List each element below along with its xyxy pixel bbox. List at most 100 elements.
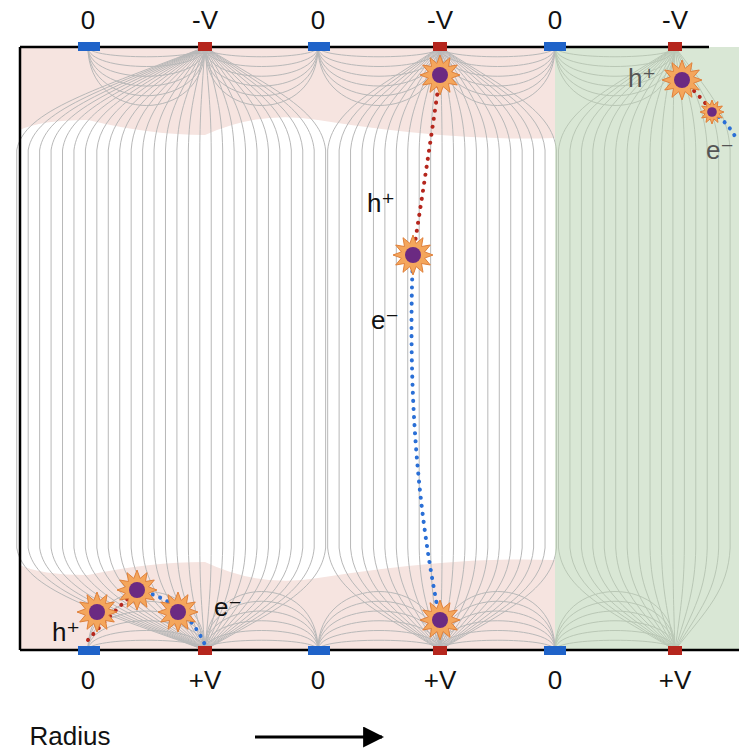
field-line [205, 47, 318, 57]
field-line [440, 47, 555, 76]
field-line [63, 47, 205, 650]
field-line [205, 47, 291, 650]
field-line [440, 47, 488, 650]
field-line [440, 47, 555, 86]
burst-star [158, 592, 198, 632]
interaction-burst [420, 600, 460, 640]
interaction-burst [420, 55, 460, 95]
field-line [440, 47, 522, 650]
field-line [440, 47, 511, 650]
field-line [205, 621, 318, 650]
field-line [339, 47, 440, 650]
field-line [88, 47, 205, 96]
field-line [88, 47, 205, 76]
field-line [40, 47, 205, 650]
field-line [351, 47, 440, 650]
field-line [440, 611, 555, 650]
burst-core [707, 107, 717, 117]
field-line [88, 47, 205, 57]
carrier-label: e⁻ [214, 594, 242, 620]
electrode-voltage: -V [192, 7, 218, 33]
field-line [318, 640, 440, 650]
carrier-label: h⁺ [628, 65, 656, 91]
electrodes [78, 42, 682, 655]
field-line [205, 47, 268, 650]
electrode-voltage: 0 [81, 7, 95, 33]
burst-star [420, 55, 460, 95]
field-line [51, 47, 205, 650]
axis-label: Radius [30, 723, 111, 749]
burst-core [129, 582, 145, 598]
field-line [318, 47, 440, 76]
field-line [431, 47, 440, 650]
interaction-burst [117, 570, 157, 610]
field-line [17, 47, 205, 650]
electrode-voltage: 0 [548, 7, 562, 33]
green-region [555, 47, 739, 650]
field-line [154, 47, 205, 650]
field-line [205, 47, 257, 650]
radius-arrow [255, 736, 382, 739]
field-line [440, 47, 545, 650]
carrier-label: h⁺ [52, 619, 80, 645]
field-line [88, 47, 205, 86]
field-line [318, 631, 440, 651]
field-line [85, 47, 205, 650]
interaction-burst [700, 100, 724, 124]
field-line [205, 592, 318, 651]
field-line [440, 47, 555, 57]
carrier-label: e⁻ [371, 307, 399, 333]
field-line [205, 631, 318, 651]
field-line [440, 47, 476, 650]
burst-core [405, 247, 421, 263]
field-line [318, 47, 440, 86]
field-line [328, 47, 440, 650]
field-line [440, 47, 555, 67]
burst-core [170, 604, 186, 620]
interaction-burst [393, 235, 433, 275]
field-line [205, 47, 314, 650]
field-line [440, 47, 534, 650]
field-line [385, 47, 440, 650]
field-line [440, 47, 555, 96]
electrode-voltage: +V [424, 667, 457, 693]
carrier-tracks [88, 75, 737, 645]
field-line [131, 47, 205, 650]
electrode-voltage: 0 [311, 667, 325, 693]
detector-frame [20, 47, 739, 650]
electrode-voltage: -V [662, 7, 688, 33]
field-line [440, 621, 555, 650]
field-line [88, 47, 205, 106]
interaction-bursts [77, 55, 724, 640]
field-line [440, 601, 555, 650]
burst-star [662, 60, 702, 100]
field-line [205, 47, 318, 86]
field-line [318, 47, 440, 106]
field-line [318, 601, 440, 650]
field-line [205, 47, 280, 650]
field-line [440, 47, 454, 650]
interaction-burst [77, 592, 117, 632]
field-line [188, 47, 205, 650]
field-line [120, 47, 205, 650]
field-line [440, 47, 499, 650]
field-line [205, 47, 211, 650]
field-line [205, 47, 318, 67]
field-line [318, 47, 440, 57]
electrode-voltage: 0 [548, 667, 562, 693]
field-line [205, 47, 234, 650]
burst-core [89, 604, 105, 620]
field-line [74, 47, 205, 650]
field-line [143, 47, 205, 650]
field-line [205, 47, 318, 106]
field-line [177, 47, 205, 650]
electrode-voltage: +V [659, 667, 692, 693]
carrier-label: e⁻ [706, 137, 734, 163]
burst-star [420, 600, 460, 640]
burst-star [117, 570, 157, 610]
field-line [440, 640, 555, 650]
field-line [88, 47, 205, 67]
burst-core [432, 67, 448, 83]
